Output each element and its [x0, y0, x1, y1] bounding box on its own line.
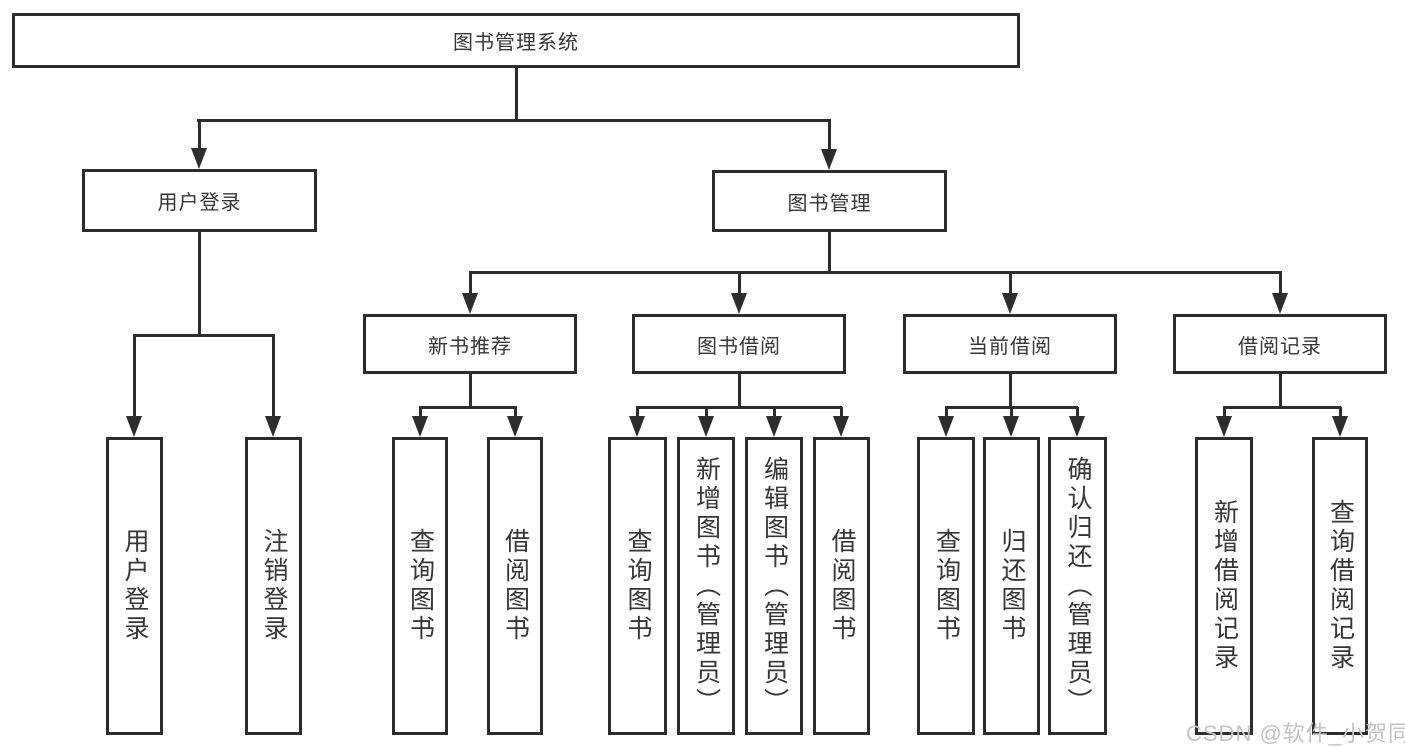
connector-line	[1223, 407, 1226, 418]
watermark: CSDN @软件_小贺同学	[1186, 721, 1405, 746]
arrow-down-icon	[1272, 293, 1288, 314]
node-borrow-records: 借阅记录	[1173, 314, 1387, 374]
connector-line	[198, 231, 201, 336]
leaf-logout: 注销登录	[245, 437, 302, 735]
leaf-add-borrow-record: 新增借阅记录	[1195, 437, 1253, 735]
connector-line	[1076, 407, 1079, 418]
node-user-login: 用户登录	[82, 169, 317, 232]
node-library-system: 图书管理系统	[12, 13, 1020, 68]
connector-line	[705, 407, 708, 418]
leaf-query-book-recommend: 查询图书	[392, 437, 448, 735]
connector-line	[197, 119, 831, 122]
leaf-confirm-return-admin-label: 确认归还（管理员）	[1064, 455, 1092, 717]
arrow-down-icon	[1332, 416, 1348, 437]
connector-line	[419, 407, 422, 418]
leaf-user-login-label: 用户登录	[121, 528, 149, 644]
arrow-down-icon	[191, 148, 207, 169]
node-new-book-recommend-label: 新书推荐	[428, 335, 512, 358]
leaf-return-book-label: 归还图书	[998, 528, 1026, 644]
node-user-login-label: 用户登录	[157, 192, 242, 214]
leaf-query-book-current-label: 查询图书	[932, 528, 961, 644]
arrow-down-icon	[1002, 293, 1018, 314]
arrow-down-icon	[698, 416, 714, 437]
connector-line	[1009, 373, 1012, 408]
node-book-borrow: 图书借阅	[632, 314, 846, 374]
leaf-logout-label: 注销登录	[260, 528, 288, 644]
leaf-borrow-book-label: 借阅图书	[828, 528, 856, 644]
arrow-down-icon	[412, 416, 428, 437]
connector-line	[945, 407, 948, 418]
node-library-system-label: 图书管理系统	[453, 32, 579, 54]
connector-line	[636, 407, 639, 418]
connector-line	[1279, 373, 1282, 408]
arrow-down-icon	[126, 416, 142, 437]
arrow-down-icon	[265, 416, 281, 437]
leaf-query-book-current: 查询图书	[917, 437, 975, 735]
connector-line	[469, 271, 1282, 274]
arrow-down-icon	[1069, 416, 1085, 437]
leaf-add-borrow-record-label: 新增借阅记录	[1210, 499, 1239, 673]
connector-line	[469, 373, 472, 408]
leaf-confirm-return-admin: 确认归还（管理员）	[1048, 437, 1107, 735]
arrow-down-icon	[1003, 416, 1019, 437]
arrow-down-icon	[462, 293, 478, 314]
connector-line	[840, 407, 843, 418]
arrow-down-icon	[731, 293, 747, 314]
arrow-down-icon	[938, 416, 954, 437]
leaf-borrow-book-recommend: 借阅图书	[487, 437, 543, 735]
leaf-user-login: 用户登录	[106, 437, 163, 735]
connector-line	[133, 335, 136, 417]
connector-line	[198, 120, 201, 149]
connector-line	[1279, 272, 1282, 295]
arrow-down-icon	[833, 416, 849, 437]
node-new-book-recommend: 新书推荐	[363, 314, 577, 374]
connector-line	[469, 272, 472, 295]
leaf-query-book-borrow: 查询图书	[608, 437, 667, 735]
leaf-borrow-book: 借阅图书	[813, 437, 870, 735]
node-book-management-label: 图书管理	[787, 192, 872, 215]
connector-line	[515, 68, 518, 121]
connector-line	[1339, 407, 1342, 418]
connector-line	[828, 231, 831, 273]
connector-line	[133, 334, 275, 337]
node-book-borrow-label: 图书借阅	[697, 335, 781, 358]
node-current-borrow: 当前借阅	[903, 314, 1117, 374]
leaf-query-borrow-record: 查询借阅记录	[1312, 437, 1368, 735]
connector-line	[773, 407, 776, 418]
connector-line	[1223, 406, 1341, 409]
arrow-down-icon	[507, 416, 523, 437]
node-borrow-records-label: 借阅记录	[1238, 335, 1322, 358]
connector-line	[636, 406, 842, 409]
arrow-down-icon	[1216, 416, 1232, 437]
leaf-add-book-admin-label: 新增图书（管理员）	[692, 455, 721, 717]
connector-line	[419, 406, 517, 409]
leaf-return-book: 归还图书	[983, 437, 1040, 735]
connector-line	[514, 407, 517, 418]
connector-line	[738, 272, 741, 295]
leaf-query-borrow-record-label: 查询借阅记录	[1326, 499, 1355, 673]
arrow-down-icon	[821, 149, 837, 170]
arrow-down-icon	[766, 416, 782, 437]
node-current-borrow-label: 当前借阅	[968, 335, 1052, 358]
connector-line	[828, 120, 831, 150]
node-book-management: 图书管理	[712, 170, 947, 232]
leaf-edit-book-admin-label: 编辑图书（管理员）	[760, 455, 789, 717]
arrow-down-icon	[629, 416, 645, 437]
leaf-add-book-admin: 新增图书（管理员）	[677, 437, 735, 735]
connector-line	[1009, 272, 1012, 295]
leaf-edit-book-admin: 编辑图书（管理员）	[745, 437, 803, 735]
leaf-query-book-borrow-label: 查询图书	[624, 528, 652, 644]
connector-line	[738, 373, 741, 408]
leaf-query-book-recommend-label: 查询图书	[406, 528, 435, 644]
connector-line	[272, 335, 275, 417]
connector-line	[1010, 407, 1013, 418]
leaf-borrow-book-recommend-label: 借阅图书	[501, 528, 530, 644]
